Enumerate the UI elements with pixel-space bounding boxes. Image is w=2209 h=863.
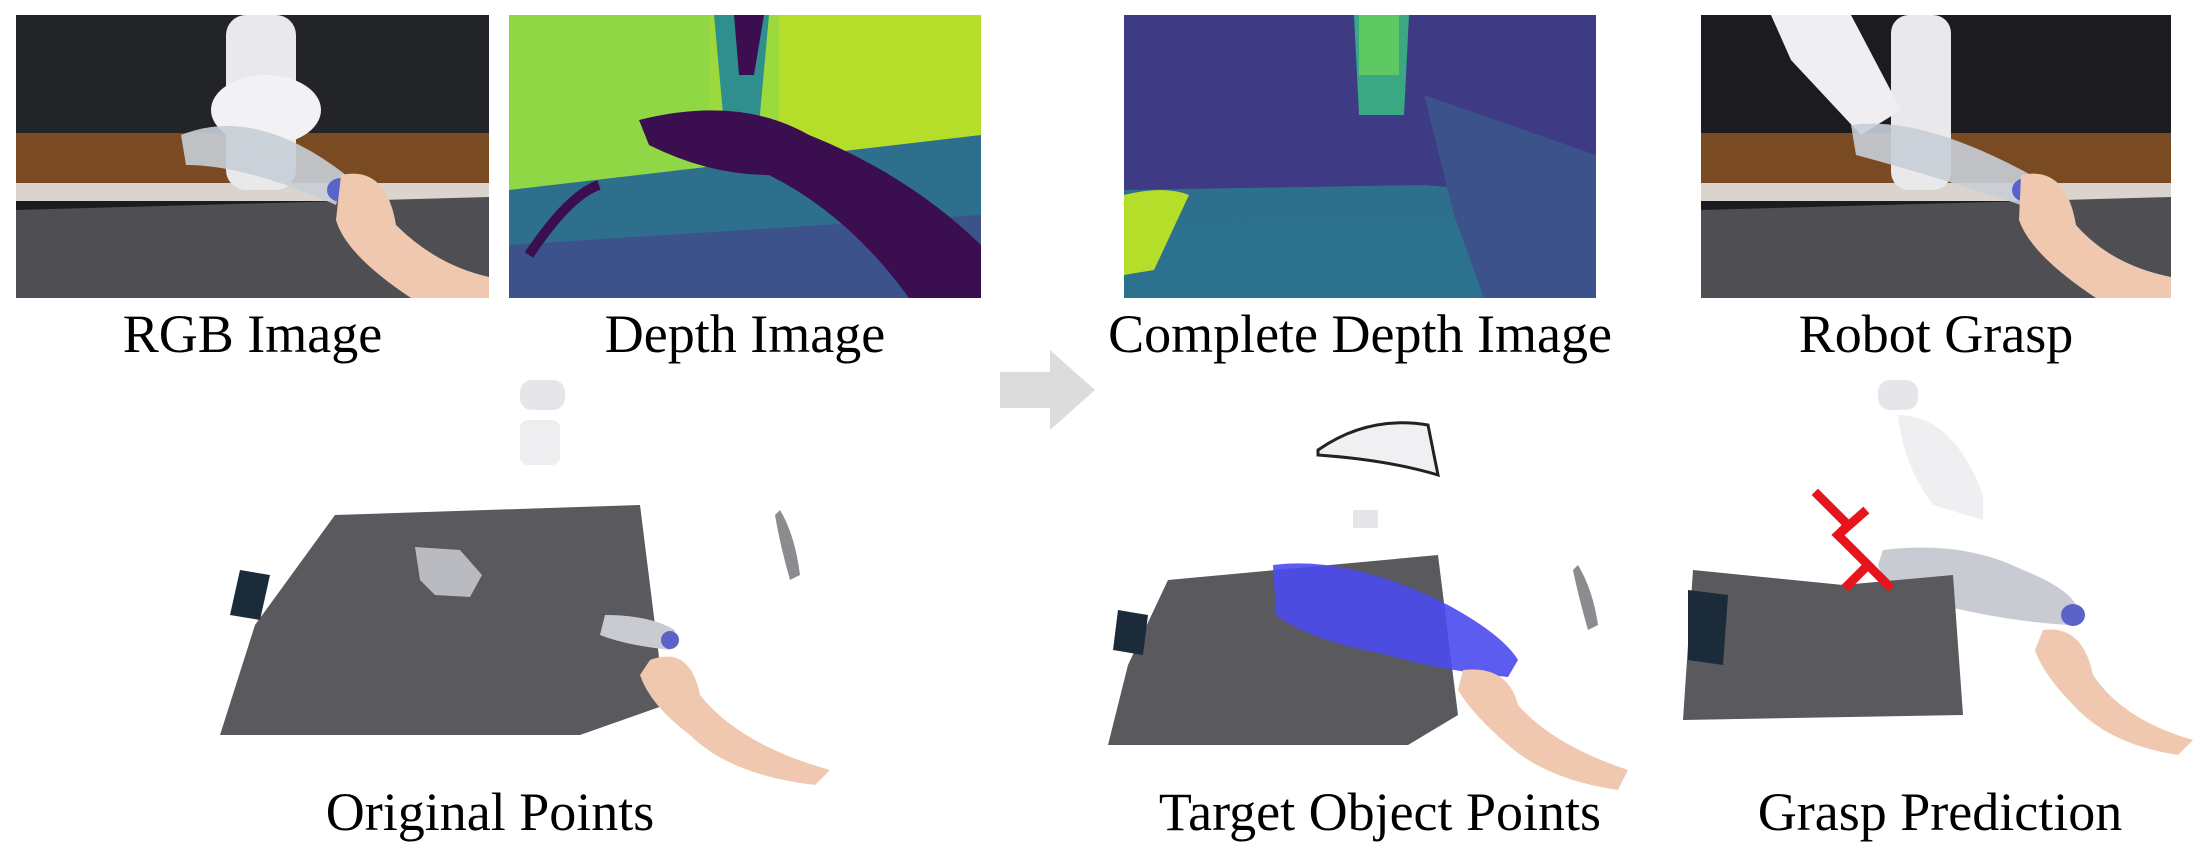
grasp-prediction-cloud xyxy=(1683,375,2209,795)
original-points-cloud xyxy=(220,375,840,795)
caption-target-object-points: Target Object Points xyxy=(1158,782,1602,842)
depth-image xyxy=(509,15,981,298)
caption-depth-image: Depth Image xyxy=(604,304,886,364)
complete-depth-image xyxy=(1124,15,1596,298)
target-object-points-cloud xyxy=(1108,415,1678,800)
rgb-image xyxy=(16,15,489,298)
grasp-pose-icon xyxy=(1811,488,1895,592)
caption-rgb-image: RGB Image xyxy=(122,304,383,364)
caption-robot-grasp: Robot Grasp xyxy=(1798,304,2074,364)
caption-original-points: Original Points xyxy=(325,782,655,842)
arrow-icon xyxy=(1000,350,1095,430)
caption-complete-depth-image: Complete Depth Image xyxy=(1108,304,1612,364)
caption-grasp-prediction: Grasp Prediction xyxy=(1757,782,2123,842)
robot-grasp-image xyxy=(1701,15,2171,298)
